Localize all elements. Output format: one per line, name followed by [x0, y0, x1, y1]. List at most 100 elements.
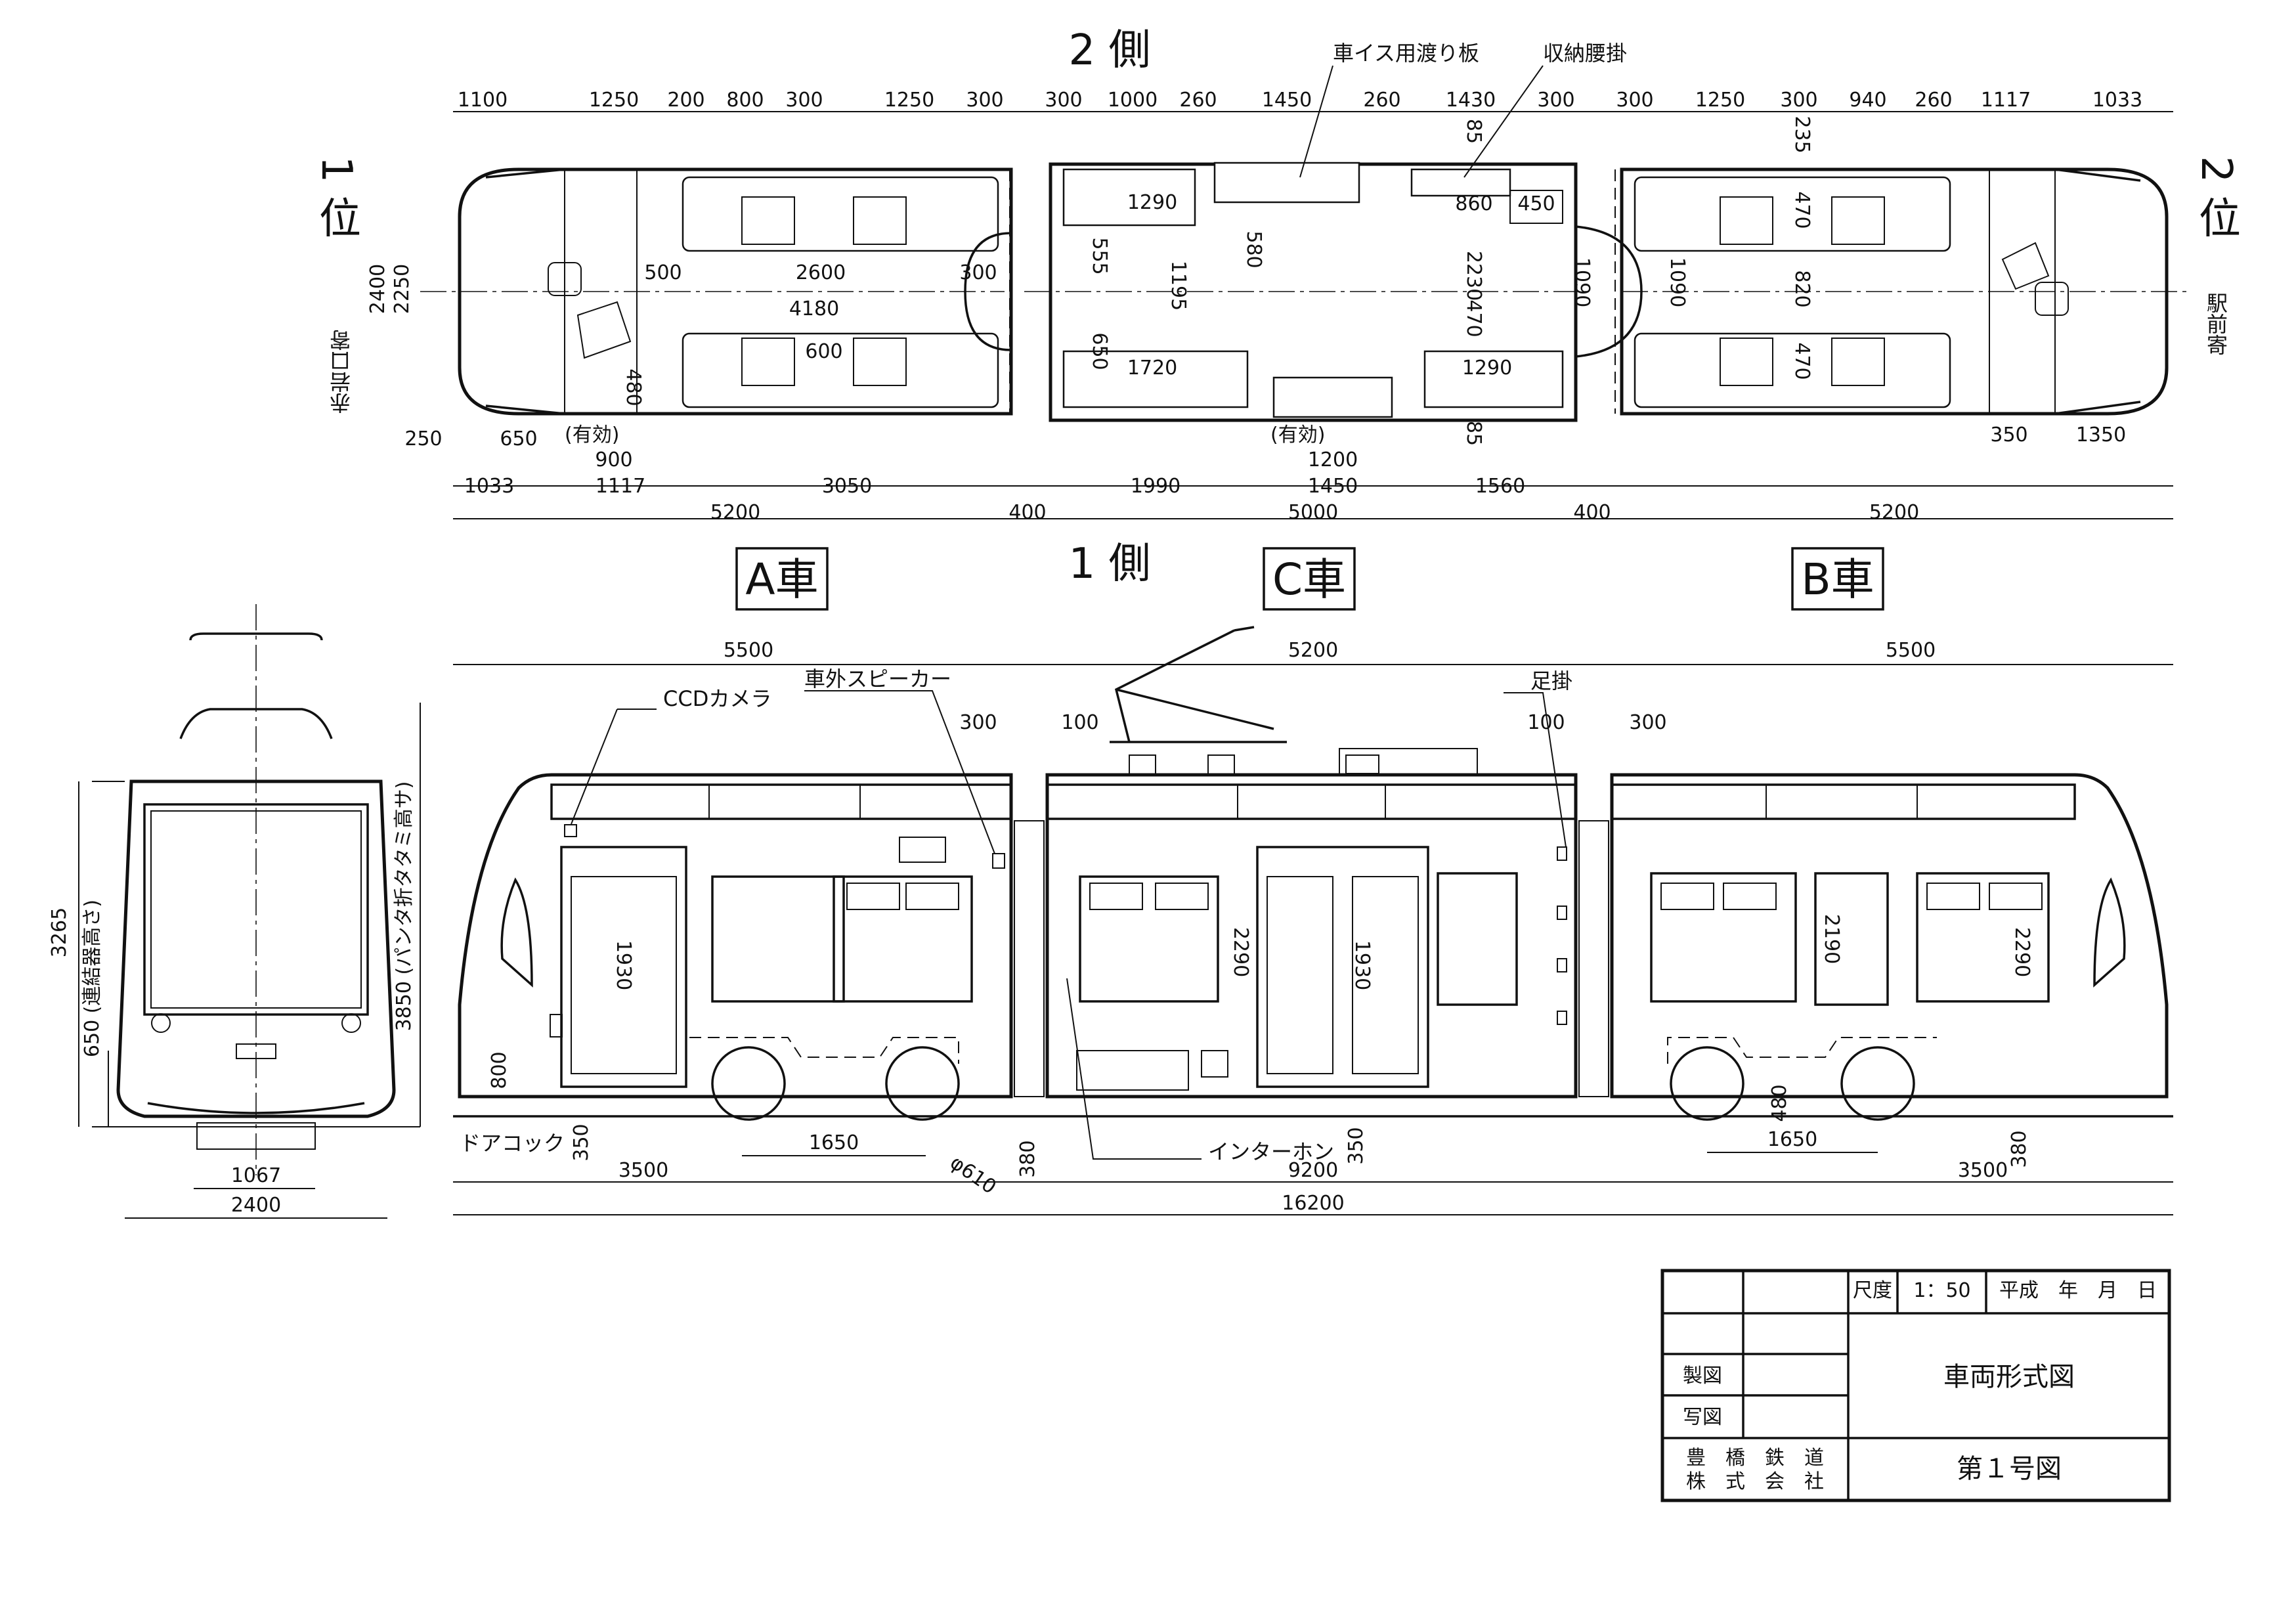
dim: 480: [1768, 1084, 1791, 1122]
dim: 300: [966, 89, 1003, 112]
end-2-label: 2 位: [2192, 156, 2240, 238]
dim: 2230: [1462, 251, 1485, 301]
drawing-number: 第１号図: [1957, 1454, 2062, 1484]
car-b-label: B車: [1801, 554, 1874, 605]
drawing-title: 車両形式図: [1943, 1362, 2075, 1392]
dim: 940: [1849, 89, 1886, 112]
door-cock-label: ドアコック: [460, 1131, 565, 1156]
dim: 300: [1616, 89, 1653, 112]
dim: 800: [488, 1051, 511, 1089]
dim: 4180: [789, 297, 839, 320]
dim: 1930: [612, 940, 635, 990]
dim: 555: [1088, 237, 1111, 274]
dim: 480: [622, 368, 645, 406]
dim: 1000: [1108, 89, 1158, 112]
date-field: 平成 年 月 日: [1999, 1279, 2157, 1302]
dim: 1033: [2092, 89, 2142, 112]
dim: 1250: [884, 89, 934, 112]
front-pantograph-height: 3850 (パンタ折タタミ高サ): [393, 781, 416, 1032]
car-c-plan: [1024, 162, 1589, 422]
dim: 1200: [1308, 448, 1358, 471]
dim: 860: [1455, 192, 1492, 215]
side-1-label: 1 側: [1068, 540, 1150, 588]
intercom-label: インターホン: [1208, 1139, 1334, 1164]
dim: 400: [1008, 501, 1046, 524]
end-1-label: 1 位: [312, 156, 360, 238]
dim: 300: [1537, 89, 1574, 112]
dim: 5500: [1886, 639, 1936, 662]
dim: 1450: [1308, 475, 1358, 498]
front-view: 3265 650 (連結器高さ) 3850 (パンタ折タタミ高サ) 1067 2…: [48, 604, 421, 1219]
front-gauge: 1067: [231, 1164, 281, 1187]
dim: 2290: [2010, 927, 2033, 977]
dim: 1560: [1475, 475, 1525, 498]
dim: 820: [1790, 270, 1813, 307]
car-c-label: C車: [1272, 554, 1346, 605]
company-name-line: 株 式 会 社: [1686, 1470, 1824, 1493]
dim: 300: [959, 261, 997, 284]
car-a-plan: [420, 167, 1013, 416]
plan-bottom-dims: 250 650 900 1200 350 1350 1033 1117 3050…: [404, 424, 2126, 524]
dim: 2600: [796, 261, 846, 284]
car-b-plan: [1620, 167, 2186, 416]
dim: 5200: [1288, 639, 1338, 662]
dim: 5200: [1869, 501, 1919, 524]
speaker-label: 車外スピーカー: [804, 666, 951, 691]
dim: 5200: [710, 501, 760, 524]
dim: 260: [1363, 89, 1400, 112]
articulation-ac: [1014, 820, 1045, 1097]
plan-top-dims: 1100 1250 200 800 300 1250 300 300 1000 …: [458, 89, 2142, 112]
dim: 1250: [1695, 89, 1745, 112]
dim: 2400: [366, 264, 389, 314]
dim: 1117: [1981, 89, 2031, 112]
dim: 1250: [589, 89, 639, 112]
front-height: 3265: [48, 907, 71, 957]
dim: 300: [1045, 89, 1082, 112]
articulation-cb: [1578, 820, 1609, 1097]
car-b-side: [1610, 773, 2169, 1121]
dim: 400: [1573, 501, 1611, 524]
front-coupler-height: 650 (連結器高さ): [81, 900, 104, 1057]
dim: 9200: [1288, 1159, 1338, 1182]
dim: 650: [1088, 332, 1111, 370]
dim: 235: [1790, 116, 1813, 153]
dim: 350: [570, 1124, 593, 1161]
note-wheelchair-plate: 車イス用渡り板: [1333, 41, 1479, 66]
dim: 16200: [1282, 1192, 1344, 1215]
effective-a: (有効): [565, 424, 619, 447]
car-a-label: A車: [745, 554, 818, 605]
dim: 350: [1345, 1127, 1368, 1164]
dim: 380: [1016, 1140, 1039, 1177]
dim: 1650: [1767, 1128, 1817, 1151]
dim: 250: [404, 427, 442, 450]
dim: 1290: [1462, 357, 1512, 380]
dim: 470: [1462, 299, 1485, 337]
company-name: 豊 橋 鉄 道株 式 会 社: [1686, 1447, 1824, 1493]
dim: 350: [1990, 424, 2027, 447]
side-2-label: 2 側: [1068, 26, 1150, 75]
title-block: 尺度 1：50 平成 年 月 日 製図 写図 豊 橋 鉄 道株 式 会 社 車両…: [1660, 1269, 2171, 1502]
scale-label: 尺度: [1853, 1279, 1892, 1302]
dim: 3500: [1958, 1159, 2008, 1182]
dim: 1430: [1446, 89, 1496, 112]
dim: 900: [595, 448, 632, 471]
dim: 1117: [596, 475, 645, 498]
footstep-label: 足掛: [1530, 668, 1572, 693]
dim: 450: [1517, 192, 1555, 215]
dim: 260: [1179, 89, 1217, 112]
dim: 500: [644, 261, 682, 284]
dim: 2250: [391, 264, 414, 314]
dim: 1033: [464, 475, 514, 498]
gangway-ac: [964, 232, 1012, 351]
dim: 800: [726, 89, 764, 112]
effective-c: (有効): [1270, 424, 1325, 447]
dim: 1720: [1127, 357, 1177, 380]
dim: 300: [959, 711, 997, 734]
plan-view: 2 側 1 側 1 位 2 位 赤岩口寄 駅前寄: [312, 26, 2240, 588]
dim: 1090: [1666, 257, 1689, 307]
dim: 1195: [1167, 261, 1190, 311]
dim: 580: [1242, 230, 1265, 268]
dim: 470: [1790, 342, 1813, 380]
